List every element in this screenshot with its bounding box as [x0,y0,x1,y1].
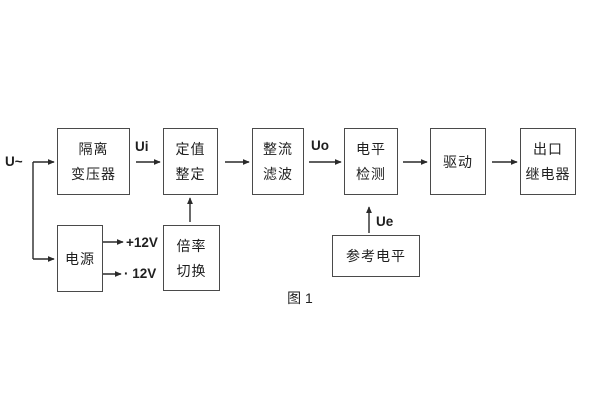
figure-caption: 图 1 [287,290,313,306]
power-plus12v-label: +12V [126,235,158,250]
power-supply-label: 电源 [65,250,95,267]
block-setting-adjust: 定值 整定 [163,128,218,195]
level-detection-label-line2: 检测 [356,166,386,182]
isolation-transformer-label-line1: 隔离 [78,141,109,157]
signal-ui-label: Ui [135,139,149,154]
rectifier-filter-label-line1: 整流 [263,141,293,157]
block-rectifier-filter: 整流 滤波 [252,128,304,195]
output-relay-label-line1: 出口 [533,141,563,157]
ratio-switch-label-line1: 倍率 [176,237,207,254]
input-voltage-label: U~ [5,154,23,169]
level-detection-label-line1: 电平 [356,141,386,157]
rectifier-filter-label-line2: 滤波 [263,166,293,182]
power-minus12v-label: · 12V [124,266,157,281]
block-level-detection: 电平 检测 [344,128,398,195]
block-power-supply: 电源 [57,225,103,292]
block-ratio-switch: 倍率 切换 [163,225,220,291]
ratio-switch-label-line2: 切换 [176,262,207,279]
output-relay-label-line2: 继电器 [525,166,571,182]
signal-uo-label: Uo [311,138,329,153]
drive-label: 驱动 [443,153,473,170]
isolation-transformer-label-line2: 变压器 [71,166,116,182]
block-isolation-transformer: 隔离 变压器 [57,128,130,195]
setting-adjust-label-line2: 整定 [175,166,206,182]
block-drive: 驱动 [430,128,486,195]
reference-level-label: 参考电平 [346,248,406,264]
signal-ue-label: Ue [376,214,394,229]
block-reference-level: 参考电平 [332,235,420,277]
block-output-relay: 出口 继电器 [520,128,576,195]
setting-adjust-label-line1: 定值 [175,141,206,157]
